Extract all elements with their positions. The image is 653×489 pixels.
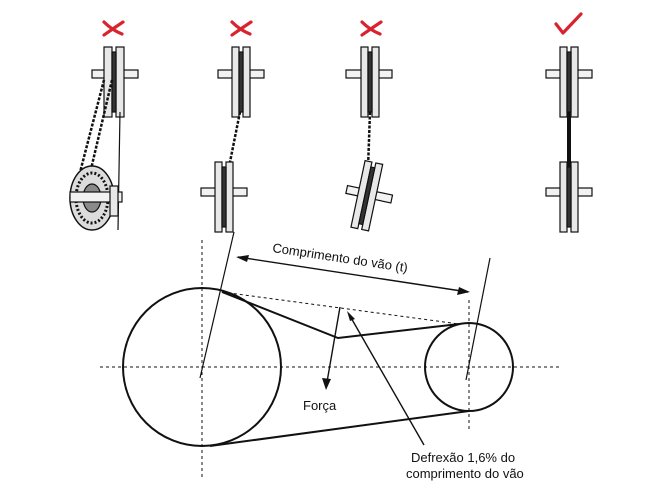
alignment-example-3 bbox=[345, 20, 394, 232]
incorrect-x-icon bbox=[102, 20, 125, 37]
span-length-label: Comprimento do vão (t) bbox=[272, 240, 409, 275]
span-length-arrow bbox=[237, 256, 469, 293]
alignment-example-1 bbox=[69, 20, 139, 231]
force-label: Força bbox=[303, 398, 337, 413]
deflection-leader bbox=[349, 315, 425, 446]
lower-pulley bbox=[69, 165, 123, 231]
lower-pulley bbox=[545, 161, 593, 233]
correct-check-icon bbox=[554, 12, 583, 35]
belt-top-span bbox=[221, 291, 460, 340]
undeflected-belt-reference bbox=[221, 291, 460, 325]
lower-pulley bbox=[345, 159, 394, 232]
top-pulley bbox=[345, 46, 393, 118]
force-arrow bbox=[326, 306, 341, 383]
top-pulley bbox=[217, 46, 265, 118]
alignment-example-2 bbox=[200, 20, 265, 233]
incorrect-x-icon bbox=[360, 20, 383, 37]
large-pulley bbox=[122, 287, 282, 447]
alignment-example-4 bbox=[545, 12, 593, 233]
deflection-diagram bbox=[100, 231, 560, 480]
top-pulley bbox=[91, 46, 139, 118]
lower-pulley bbox=[200, 161, 248, 233]
deflection-label-line2: comprimento do vão bbox=[406, 466, 524, 481]
incorrect-x-icon bbox=[230, 20, 253, 37]
top-pulley bbox=[545, 46, 593, 118]
belt-bottom-span bbox=[209, 410, 470, 447]
deflection-label-line1: Defrexão 1,6% do bbox=[411, 450, 515, 465]
